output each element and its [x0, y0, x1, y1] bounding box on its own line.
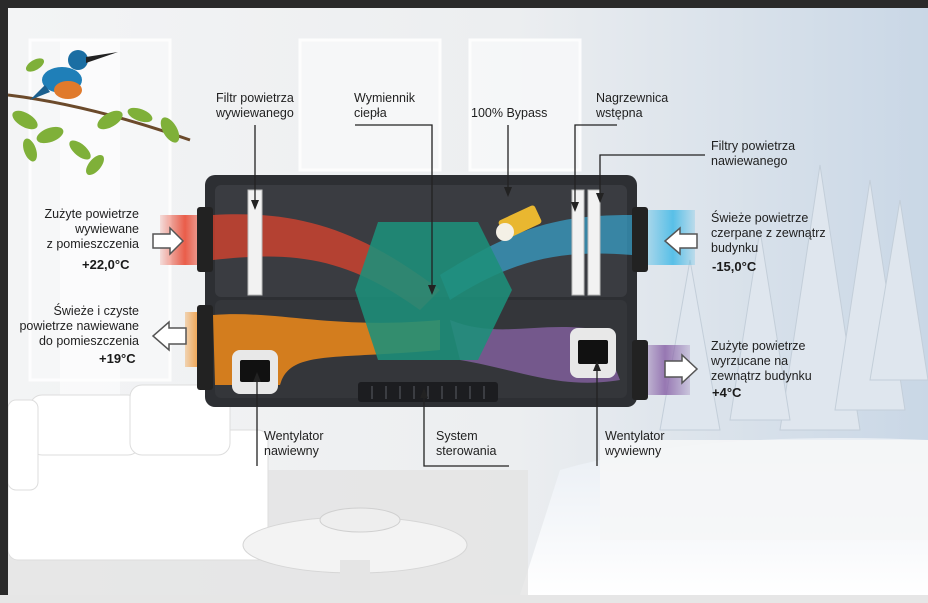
scene-illustration	[8, 8, 928, 595]
supply-fan-label: Wentylator nawiewny	[264, 429, 324, 458]
supply-air-label: Świeże i czyste powietrze nawiewane do p…	[19, 304, 139, 348]
outline-arrow-right-icon	[152, 226, 185, 256]
bottom-bar	[0, 595, 928, 603]
supply-filter-icon	[571, 189, 585, 296]
extract-temp: +22,0°C	[82, 257, 130, 272]
outdoor-temp: -15,0°C	[712, 259, 757, 274]
sofa	[8, 384, 269, 561]
coffee-table	[242, 507, 468, 590]
outdoor-air-label: Świeże powietrze czerpane z zewnątrz bud…	[711, 211, 826, 255]
exhaust-fan-label: Wentylator wywiewny	[605, 429, 665, 458]
bypass-label: 100% Bypass	[471, 106, 548, 120]
heat-exchanger-label: Wymiennik ciepła	[354, 91, 416, 120]
supply-temp: +19°C	[99, 351, 136, 366]
top-bar	[0, 0, 928, 8]
exhaust-air-label: Zużyte powietrze wyrzucane na zewnątrz b…	[711, 339, 812, 383]
exhaust-filter-label: Filtr powietrza wywiewanego	[216, 91, 294, 120]
kingfisher-icon	[8, 50, 191, 175]
outline-arrow-right-icon	[664, 353, 699, 385]
ventilation-unit	[197, 175, 648, 407]
extract-air-label: Zużyte powietrze wywiewane z pomieszczen…	[44, 207, 139, 251]
preheater-label: Nagrzewnica wstępna	[596, 91, 669, 120]
exhaust-fan-icon	[570, 328, 616, 378]
outline-arrow-left-icon	[663, 226, 698, 256]
exhaust-temp: +4°C	[712, 385, 742, 400]
supply-filters-label: Filtry powietrza nawiewanego	[711, 139, 796, 168]
outline-arrow-left-icon	[151, 320, 187, 352]
leader-lines	[254, 124, 705, 467]
supply-fan-icon	[232, 350, 278, 394]
control-system-label: System sterowania	[436, 429, 497, 458]
diagram-stage: Filtr powietrza wywiewanego Wymiennik ci…	[8, 8, 928, 595]
